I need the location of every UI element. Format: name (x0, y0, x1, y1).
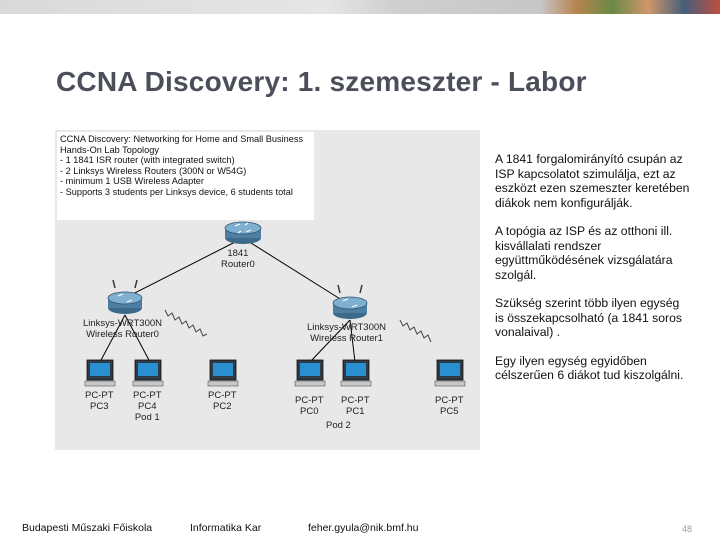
pc-name: PC1 (346, 406, 365, 417)
legend-line: Hands-On Lab Topology (60, 144, 159, 155)
footer-department: Informatika Kar (190, 522, 262, 534)
pc-name: PC0 (300, 406, 319, 417)
wrt1-model: Linksys-WRT300N (307, 322, 387, 333)
router-1841-icon (224, 221, 262, 244)
footer-email: feher.gyula@nik.bmf.hu (308, 522, 419, 534)
bullet-item: Egy ilyen egység egyidőben célszerűen 6 … (495, 353, 684, 383)
slide-title: CCNA Discovery: 1. szemeszter - Labor (56, 66, 587, 97)
pc-name: PC2 (213, 401, 232, 412)
pc-name: PC3 (90, 401, 109, 412)
pc-name: PC4 (138, 401, 157, 412)
wireless-wrt1-pc5 (399, 319, 432, 343)
pc2-label: PC-PT PC2 (208, 390, 237, 412)
pc3-icon (84, 359, 116, 387)
wireless-wrt0-pc2 (164, 309, 208, 337)
link-router-wrt1 (242, 237, 346, 303)
legend-line: - minimum 1 USB Wireless Adapter (60, 176, 204, 186)
pc1-icon (340, 359, 372, 387)
pc5-label: PC-PT PC5 (435, 395, 464, 417)
link-wrt1-pc0 (309, 319, 351, 363)
legend-line: - 1 1841 ISR router (with integrated swi… (60, 155, 235, 165)
pc1-label: PC-PT PC1 (341, 395, 370, 417)
pc-type: PC-PT (208, 390, 237, 401)
router-model: 1841 (227, 248, 249, 259)
link-wrt0-pc3 (99, 314, 126, 363)
page-number: 48 (682, 524, 693, 534)
pc3-label: PC-PT PC3 (85, 390, 114, 412)
pod1-label: Pod 1 (134, 412, 160, 423)
pc-type: PC-PT (133, 390, 162, 401)
link-wrt1-pc1 (349, 319, 356, 363)
footer-school: Budapesti Műszaki Főiskola (22, 522, 153, 534)
wrt0-model: Linksys-WRT300N (83, 318, 163, 329)
pc2-icon (207, 359, 239, 387)
bullet-item: Szükség szerint több ilyen egység is öss… (495, 296, 682, 339)
topology-links (99, 237, 356, 363)
wireless-router1-label: Linksys-WRT300N Wireless Router1 (307, 322, 386, 344)
pod2-label: Pod 2 (326, 420, 351, 431)
pc-name: PC5 (440, 406, 459, 417)
legend-line: - Supports 3 students per Linksys device… (60, 186, 293, 197)
header-banner (0, 0, 720, 14)
topology-legend: CCNA Discovery: Networking for Home and … (57, 132, 314, 220)
wrt1-name: Wireless Router1 (310, 333, 383, 344)
pc-type: PC-PT (85, 390, 114, 401)
banner-photo-strip (540, 0, 720, 14)
wireless-router0-icon (107, 279, 143, 314)
pc4-label: PC-PT PC4 Pod 1 (133, 390, 162, 423)
bullet-item: A 1841 forgalomirányító csupán az ISP ka… (495, 152, 690, 210)
topology-figure: CCNA Discovery: Networking for Home and … (55, 130, 480, 450)
pc5-icon (434, 359, 466, 387)
wireless-router0-label: Linksys-WRT300N Wireless Router0 (83, 318, 162, 340)
pc-type: PC-PT (341, 395, 370, 406)
pc-type: PC-PT (435, 395, 464, 406)
legend-line: - 2 Linksys Wireless Routers (300N or W5… (60, 165, 247, 176)
topology-drawing (84, 221, 466, 387)
wrt0-name: Wireless Router0 (86, 329, 159, 340)
pc-icons (84, 359, 466, 387)
link-wrt0-pc4 (124, 314, 151, 363)
router-name: Router0 (221, 259, 255, 270)
pc-type: PC-PT (295, 395, 324, 406)
router-1841-label: 1841 Router0 (221, 248, 255, 270)
link-router-wrt0 (124, 237, 244, 299)
wireless-router1-icon (332, 284, 368, 319)
wireless-links (164, 309, 432, 343)
legend-line: CCNA Discovery: Networking for Home and … (60, 134, 304, 144)
pc0-icon (294, 359, 326, 387)
pc4-icon (132, 359, 164, 387)
bullet-item: A topógia az ISP és az otthoni ill. kisv… (495, 224, 673, 282)
bullet-list: A 1841 forgalomirányító csupán az ISP ka… (495, 152, 690, 397)
pc0-label: PC-PT PC0 (295, 395, 324, 417)
